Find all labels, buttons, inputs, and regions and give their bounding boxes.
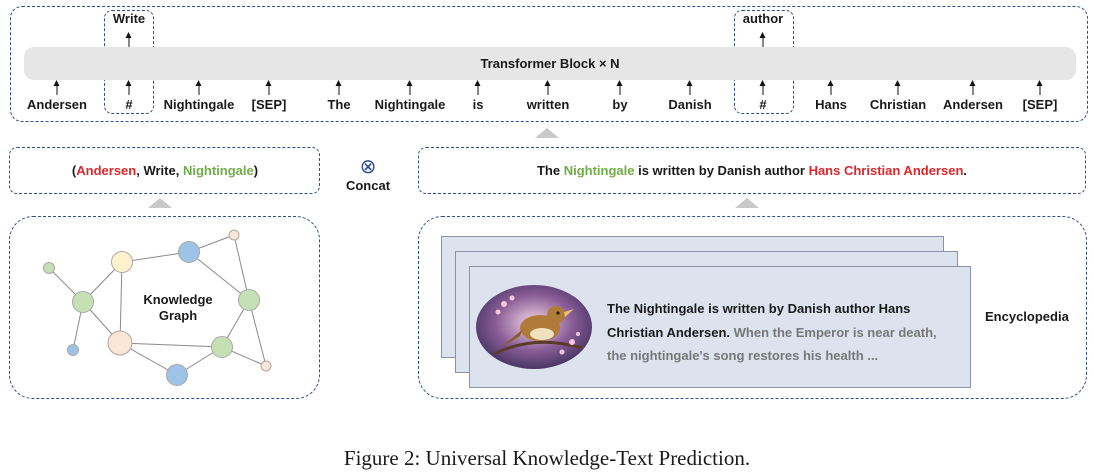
sentence-box [418,147,1086,194]
kg-node [178,241,200,263]
output-write: Write [112,11,146,26]
sentence-entity2: Hans Christian Andersen [808,163,964,178]
kg-node [111,251,133,273]
sentence-entity1: Nightingale [563,163,635,178]
input-token: Christian [869,97,927,112]
token-arrow [616,80,623,95]
token-arrow [125,80,132,95]
token-arrow [827,80,834,95]
input-token: # [759,97,767,112]
card-line3: the nightingale's song restores his heal… [607,348,879,363]
kg-node [107,330,133,356]
concat-label: Concat [345,178,391,193]
input-token: The [327,97,351,112]
kg-node [67,344,79,356]
kg-node [72,291,94,313]
triple-head: Andersen [76,163,137,178]
encyclopedia-label: Encyclopedia [985,309,1069,324]
input-token: Danish [668,97,712,112]
sentence-post: . [963,163,968,178]
kg-node [228,229,240,241]
triple-open: ( [71,163,77,178]
output-arrow-author [759,32,766,47]
big-arrow-up-sentence [735,198,759,208]
token-arrow [406,80,413,95]
input-token: by [612,97,628,112]
transformer-panel [10,6,1088,122]
output-arrow-write [125,32,132,47]
kg-node [260,360,272,372]
input-token: # [125,97,133,112]
triple-sep2: , [175,163,183,178]
triple-box [9,147,320,194]
token-arrow [474,80,481,95]
kg-node [238,289,260,311]
transformer-block [24,47,1076,80]
kg-node [211,336,233,358]
token-arrow [195,80,202,95]
card-line2-gray: When the Emperor is near death, [730,325,937,340]
concat-icon: ⊗ [359,154,377,178]
token-arrow [335,80,342,95]
knowledge-graph [43,229,272,386]
token-arrow [686,80,693,95]
triple-relation: Write [143,163,176,178]
output-author: author [742,11,784,26]
input-token: Andersen [943,97,1003,112]
encyclopedia-panel [418,216,1087,399]
knowledge-graph-panel [9,216,320,399]
triple-sep1: , [136,163,144,178]
kg-node [43,262,55,274]
input-token: Andersen [27,97,87,112]
sentence-text: The Nightingale is written by Danish aut… [537,163,967,178]
big-arrow-up-kg [148,198,172,208]
sentence-pre: The [536,163,564,178]
big-arrow-up-encyclopedia [535,128,559,138]
triple-text: (Andersen, Write, Nightingale) [72,163,258,178]
card-line1: The Nightingale is written by Danish aut… [607,301,911,316]
token-arrow [969,80,976,95]
token-arrow [53,80,60,95]
input-token: Nightingale [163,97,235,112]
kg-label-line2: Graph [158,308,198,323]
token-arrow [759,80,766,95]
token-arrow [894,80,901,95]
kg-node [166,364,188,386]
input-token: [SEP] [251,97,287,112]
triple-close: ) [253,163,259,178]
triple-tail: Nightingale [182,163,254,178]
token-arrow [544,80,551,95]
input-token: Hans [815,97,847,112]
card-line2: Christian Andersen. When the Emperor is … [607,325,937,340]
sentence-mid: is written by Danish author [634,163,809,178]
token-arrow [1036,80,1043,95]
kg-label-line1: Knowledge [143,292,213,307]
transformer-label: Transformer Block × N [480,56,620,71]
token-arrow [265,80,272,95]
card-line2-bold: Christian Andersen. [607,325,731,340]
input-token: is [472,97,484,112]
nightingale-image [476,285,592,369]
figure-caption: Figure 2: Universal Knowledge-Text Predi… [343,446,751,470]
input-token: Nightingale [374,97,446,112]
input-token: written [526,97,570,112]
input-token: [SEP] [1022,97,1058,112]
